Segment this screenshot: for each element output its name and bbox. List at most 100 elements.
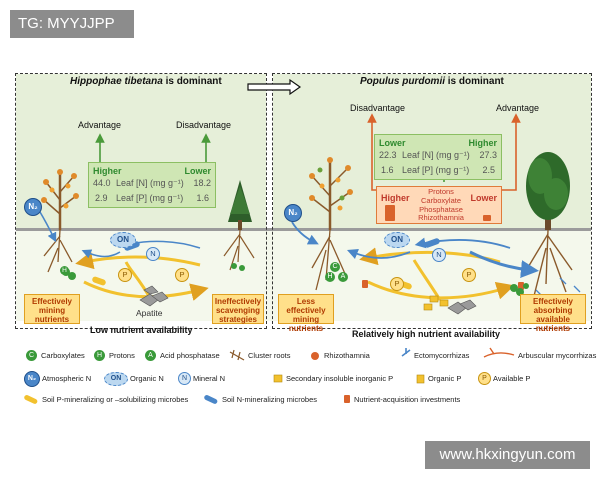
legend-protons-label: Protons	[109, 351, 135, 360]
right-proton-icon: H	[325, 272, 335, 282]
legend-cluster-roots-label: Cluster roots	[248, 351, 291, 360]
apatite-rocks	[139, 285, 169, 307]
left-organic-n-icon: ON	[110, 232, 136, 248]
legend-investment-icon	[344, 395, 350, 403]
right-leaf-n-higher: 27.3	[479, 150, 497, 160]
legend-available-p-label: Available P	[493, 374, 531, 383]
right-mining-box: Less effectively mining nutrients	[278, 294, 334, 333]
right-leaf-nutrient-table: Lower Higher 22.3 Leaf [N] (mg g⁻¹) 27.3…	[374, 134, 502, 180]
right-atmospheric-n-icon: N₂	[284, 204, 302, 222]
right-carboxylate-icon: C	[330, 262, 340, 272]
apatite-label: Apatite	[136, 308, 163, 318]
channel-tag: TG: MYYJJPP	[10, 10, 134, 38]
left-atmospheric-n-icon: N₂	[24, 198, 42, 216]
right-scenario-frame	[272, 73, 592, 329]
left-table-higher: Higher	[93, 166, 122, 176]
right-tree-roots	[523, 229, 573, 297]
right-rocks	[447, 299, 477, 315]
left-title-suffix: is dominant	[162, 76, 222, 87]
legend-acid-phosphatase-icon: A	[145, 350, 156, 361]
legend-secondary-p-icon	[273, 374, 283, 383]
legend-organic-p-label: Organic P	[428, 374, 462, 383]
left-microbe-icons	[92, 241, 140, 286]
investment-comparison-box: Higher Lower Protons Carboxylate Phospha…	[376, 186, 502, 224]
left-conifer-tree	[228, 180, 252, 230]
left-leaf-p-unit: Leaf [P] (mg g⁻¹)	[116, 193, 184, 203]
legend-carboxylates-icon: C	[26, 350, 37, 361]
left-mining-box: Effectively mining nutrients	[24, 294, 80, 324]
left-scavenging-box: Ineffectively scavenging strategies	[212, 294, 264, 324]
left-table-lower: Lower	[184, 166, 211, 176]
investment-item: Protons	[428, 187, 454, 196]
left-tree-roots	[223, 229, 255, 271]
legend-organic-p-icon	[416, 374, 425, 384]
legend-n-microbe-icon	[204, 395, 218, 404]
left-leaf-n-lower: 18.2	[193, 178, 211, 188]
right-leaf-p-higher: 2.5	[482, 165, 495, 175]
left-title-species: Hippophae tibetana	[70, 76, 163, 87]
left-p-cycle	[75, 251, 209, 301]
left-caption: Low nutrient availability	[90, 325, 193, 335]
right-leaf-n-lower: 22.3	[379, 150, 397, 160]
left-leaf-n-unit: Leaf [N] (mg g⁻¹)	[116, 178, 184, 188]
legend-available-p-icon: P	[478, 372, 491, 385]
legend-secondary-p-label: Secondary insoluble inorganic P	[286, 374, 394, 383]
investment-higher-bar	[385, 205, 395, 221]
left-root-exudates	[62, 263, 245, 280]
right-caption: Relatively high nutrient availability	[352, 329, 501, 339]
legend-atmospheric-n-label: Atmospheric N	[42, 374, 92, 383]
legend-acid-phosphatase-label: Acid phosphatase	[160, 351, 220, 360]
legend-protons-icon: H	[94, 350, 105, 361]
legend-carboxylates-label: Carboxylates	[41, 351, 85, 360]
right-leaf-p-unit: Leaf [P] (mg g⁻¹)	[402, 165, 470, 175]
left-leaf-nutrient-table: Higher Lower 44.0 Leaf [N] (mg g⁻¹) 18.2…	[88, 162, 216, 208]
investment-item: Phosphatase	[419, 204, 463, 214]
right-title-species: Populus purdomii	[360, 76, 445, 87]
legend-atmospheric-n-icon: N₂	[24, 371, 40, 387]
left-available-p-icon-1: P	[118, 268, 132, 282]
legend-p-microbes-label: Soil P-mineralizing or –solubilizing mic…	[42, 395, 189, 404]
right-mineral-n-icon: N	[432, 248, 446, 262]
right-table-higher: Higher	[468, 138, 497, 148]
investment-item: Carboxylate	[420, 195, 462, 205]
legend-rhizothamnia-icon	[311, 352, 319, 360]
investment-higher: Higher	[381, 193, 410, 203]
right-organic-n-icon: ON	[384, 232, 410, 248]
investment-lower-bar	[483, 215, 491, 221]
legend-ectomycorrhizas-icon	[401, 348, 411, 357]
right-insoluble-p	[423, 295, 449, 311]
legend-rhizothamnia-label: Rhizothamnia	[324, 351, 370, 360]
right-shrub	[309, 157, 353, 230]
investment-item: Rhizothamnia	[418, 213, 464, 223]
investment-list: Protons Carboxylate Phosphatase Rhizotha…	[415, 187, 467, 223]
legend-ectomycorrhizas-label: Ectomycorrhizas	[414, 351, 470, 360]
right-advantage-label: Advantage	[496, 103, 540, 113]
right-title: Populus purdomii is dominant	[360, 76, 504, 87]
left-title: Hippophae tibetana is dominant	[70, 76, 222, 87]
right-absorbing-box: Effectively absorbing available nutrient…	[520, 294, 586, 333]
left-scenario-frame	[15, 73, 267, 329]
legend-p-microbe-icon	[24, 395, 38, 404]
left-available-p-icon-2: P	[175, 268, 189, 282]
legend-arbuscular-mycorrhizas-label: Arbuscular mycorrhizas	[518, 351, 597, 360]
right-phosphatase-icon: A	[338, 272, 348, 282]
right-shrub-roots	[311, 229, 347, 291]
left-proton-icon: H	[60, 266, 69, 275]
legend-organic-n-icon: ON	[104, 372, 128, 386]
left-advantage-label: Advantage	[78, 120, 122, 130]
right-table-lower: Lower	[379, 138, 406, 148]
legend-organic-n-label: Organic N	[130, 374, 164, 383]
right-investment-markers	[362, 280, 524, 290]
left-leaf-n-higher: 44.0	[93, 178, 111, 188]
legend-arbuscular-mycorrhizas-icon	[483, 347, 515, 358]
legend-mineral-n-label: Mineral N	[193, 374, 226, 383]
transition-arrow	[247, 78, 302, 96]
left-leaf-p-lower: 1.6	[196, 193, 209, 203]
right-available-p-icon-2: P	[462, 268, 476, 282]
legend-mineral-n-icon: N	[178, 372, 191, 385]
right-leaf-n-unit: Leaf [N] (mg g⁻¹)	[402, 150, 470, 160]
legend-investments-label: Nutrient-acquisition investments	[354, 395, 461, 404]
left-leaf-p-higher: 2.9	[95, 193, 108, 203]
left-disadvantage-label: Disadvantage	[176, 120, 232, 130]
